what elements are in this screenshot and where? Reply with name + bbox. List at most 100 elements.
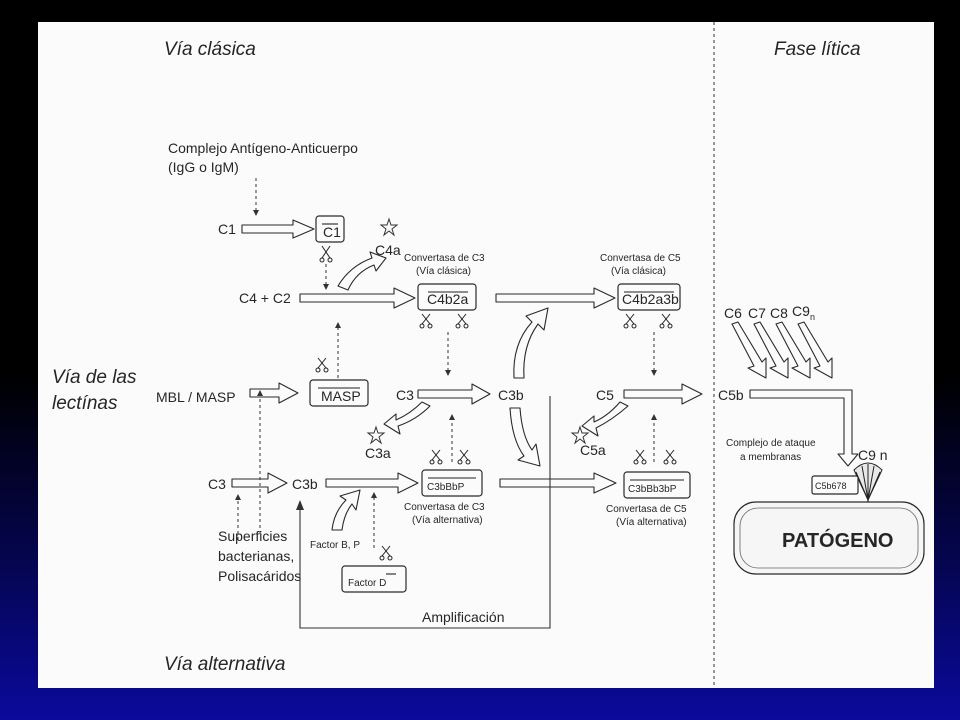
c3bbbp-box xyxy=(421,469,483,497)
arrow-c3b-down xyxy=(509,407,541,467)
arrow-to-c3a xyxy=(383,401,431,435)
c4b2a3b-box xyxy=(617,283,681,311)
arrowhead xyxy=(335,322,341,328)
arrow-to-c5a xyxy=(581,401,629,437)
c5b-label: C5b xyxy=(718,387,744,403)
factor-d-box xyxy=(341,565,407,593)
conv-c3-classical-2: (Vía clásica) xyxy=(416,266,471,277)
scissors-icon xyxy=(379,545,393,561)
surfaces-1: Superficies xyxy=(218,528,287,544)
c9-label: C9 xyxy=(792,303,810,319)
c1-box-label: C1 xyxy=(323,224,341,240)
c3b-lectin-label: C3b xyxy=(498,387,524,403)
mbl-masp-label: MBL / MASP xyxy=(156,389,236,405)
antigen-antibody-complex-2: (IgG o IgM) xyxy=(168,159,239,175)
c3-alt-label: C3 xyxy=(208,476,226,492)
pathogen-cell xyxy=(733,501,925,575)
c5b678-label: C5b678 xyxy=(815,481,847,491)
scissors-icon xyxy=(455,313,469,329)
scissors-icon xyxy=(319,245,333,263)
c5a-label: C5a xyxy=(580,442,606,458)
arrow-c1 xyxy=(241,219,315,239)
antigen-antibody-complex-1: Complejo Antígeno-Anticuerpo xyxy=(168,140,358,156)
c8-label: C8 xyxy=(770,305,788,321)
arrow-c3b-to-convertase xyxy=(325,472,419,494)
title-classical: Vía clásica xyxy=(164,39,256,60)
title-alternative: Vía alternativa xyxy=(164,654,285,675)
c1-box xyxy=(315,215,345,243)
complement-diagram: Vía clásica Fase lítica Vía de las lectí… xyxy=(52,22,925,688)
scissors-icon xyxy=(659,313,673,329)
conv-c5-alt-1: Convertasa de C5 xyxy=(606,504,687,515)
star-icon xyxy=(570,425,590,445)
scissors-icon xyxy=(419,313,433,329)
c4b2a-box xyxy=(417,283,477,311)
surfaces-3: Polisacáridos xyxy=(218,568,301,584)
conv-c5-alt-2: (Vía alternativa) xyxy=(616,517,687,528)
mac-label-2: a membranas xyxy=(740,452,801,463)
arrow-c9 xyxy=(797,321,833,379)
arrow-c5b-to-mac xyxy=(749,389,859,467)
arrow-c3b-up xyxy=(513,307,549,379)
arrow-c4b2a-to-c5conv xyxy=(495,287,616,309)
arrow-to-c4a xyxy=(337,251,387,291)
masp-box-label: MASP xyxy=(321,388,361,404)
amplification-label: Amplificación xyxy=(422,609,504,625)
arrow-factor-b xyxy=(331,489,361,531)
arrow-c8 xyxy=(775,321,811,379)
masp-box xyxy=(309,379,369,407)
scissors-icon xyxy=(623,313,637,329)
title-lectin-1: Vía de las xyxy=(52,367,137,388)
conv-c5-classical-2: (Vía clásica) xyxy=(611,266,666,277)
arrowhead xyxy=(323,284,329,290)
arrowhead xyxy=(235,494,241,500)
factor-bp-label: Factor B, P xyxy=(310,540,360,551)
scissors-icon xyxy=(663,449,677,465)
c4-c2-label: C4 + C2 xyxy=(239,290,291,306)
arrowhead xyxy=(445,370,451,376)
c3b-alt-label: C3b xyxy=(292,476,318,492)
c6-label: C6 xyxy=(724,305,742,321)
arrow-c6 xyxy=(731,321,767,379)
c3bbb3bp-label: C3bBb3bP xyxy=(628,484,677,495)
conv-c3-alt-1: Convertasa de C3 xyxy=(404,502,485,513)
c9-subscript: n xyxy=(810,312,815,322)
amplification-loop xyxy=(299,396,551,629)
arrowhead xyxy=(296,500,304,510)
mac-label-1: Complejo de ataque xyxy=(726,438,816,449)
arrowhead xyxy=(449,414,455,420)
c4b2a-label: C4b2a xyxy=(427,291,468,307)
c4b2a3b-label: C4b2a3b xyxy=(622,291,679,307)
c5-label: C5 xyxy=(596,387,614,403)
arrow-c5-to-c5b xyxy=(623,383,703,405)
conv-c3-alt-2: (Vía alternativa) xyxy=(412,515,483,526)
surfaces-2: bacterianas, xyxy=(218,548,294,564)
pathogen-membrane xyxy=(739,507,919,569)
title-lectin-2: lectínas xyxy=(52,393,118,414)
arrow-mbl xyxy=(249,382,299,404)
c1-label: C1 xyxy=(218,221,236,237)
scissors-icon xyxy=(315,357,329,373)
star-icon xyxy=(366,425,386,445)
pathogen-label: PATÓGENO xyxy=(782,528,893,552)
arrowhead xyxy=(253,210,259,216)
c9n-label: C9 n xyxy=(858,447,888,463)
title-lytic: Fase lítica xyxy=(774,39,861,60)
arrowhead xyxy=(257,390,263,396)
arrow-c3-to-c3b xyxy=(417,383,491,405)
c5b678-box xyxy=(811,475,859,495)
scissors-icon xyxy=(429,449,443,465)
c3a-label: C3a xyxy=(365,445,391,461)
arrow-c7 xyxy=(753,321,789,379)
conv-c3-classical-1: Convertasa de C3 xyxy=(404,253,485,264)
c3bbbp-label: C3bBbP xyxy=(427,482,465,493)
star-icon xyxy=(379,217,399,237)
factor-d-label: Factor D xyxy=(348,578,386,589)
arrowhead xyxy=(371,492,377,498)
arrow-c3bbbp-to-c5conv xyxy=(499,472,617,494)
arrowhead xyxy=(651,370,657,376)
c7-label: C7 xyxy=(748,305,766,321)
scissors-icon xyxy=(457,449,471,465)
c3-lectin-label: C3 xyxy=(396,387,414,403)
arrowhead xyxy=(651,414,657,420)
